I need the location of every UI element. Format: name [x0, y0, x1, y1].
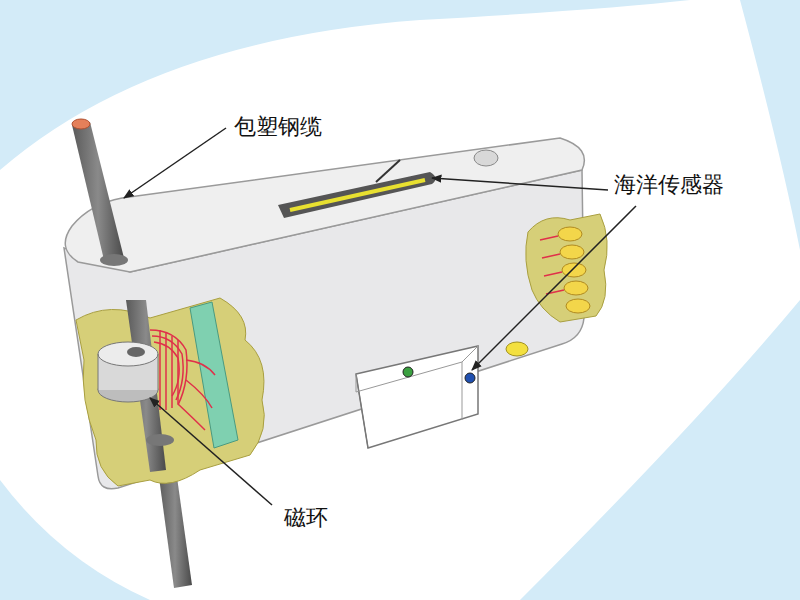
- sensor-notch-edge: [356, 374, 368, 448]
- background-corner: [0, 480, 150, 600]
- steel-cable: [72, 122, 124, 263]
- leader-line: [472, 206, 636, 370]
- coil-winding: [150, 330, 215, 430]
- top-hole: [474, 150, 498, 166]
- sensor-slot: [278, 172, 436, 218]
- magnetic-ring-hole: [127, 347, 145, 357]
- part-label: 磁环: [282, 505, 330, 531]
- sensor-probe: [376, 160, 400, 182]
- background-corner: [520, 300, 800, 600]
- leader-line: [124, 128, 226, 198]
- sensor-strip: [290, 180, 425, 210]
- cutaway-right: [526, 214, 607, 322]
- magnetic-ring-edge: [98, 354, 158, 390]
- contact-stack: [540, 227, 590, 313]
- circuit-board: [190, 302, 238, 448]
- leader-line: [432, 178, 608, 190]
- housing-top: [65, 138, 584, 272]
- sensor-dot: [403, 367, 413, 377]
- cable-hole: [146, 434, 174, 446]
- cutaway-left: [76, 298, 264, 486]
- leader-line: [150, 398, 272, 505]
- steel-cable: [158, 470, 192, 588]
- part-label: 海洋传感器: [612, 172, 726, 198]
- magnetic-ring: [98, 342, 158, 366]
- sensor-notch-edge: [462, 362, 463, 420]
- sensor-notch-edge: [356, 346, 478, 392]
- cable-hole: [100, 254, 128, 266]
- sensor-dot: [465, 373, 475, 383]
- cable-tip: [72, 119, 90, 129]
- sensor-notch: [356, 346, 478, 448]
- indicator: [506, 342, 528, 356]
- part-label: 包塑钢缆: [232, 114, 324, 140]
